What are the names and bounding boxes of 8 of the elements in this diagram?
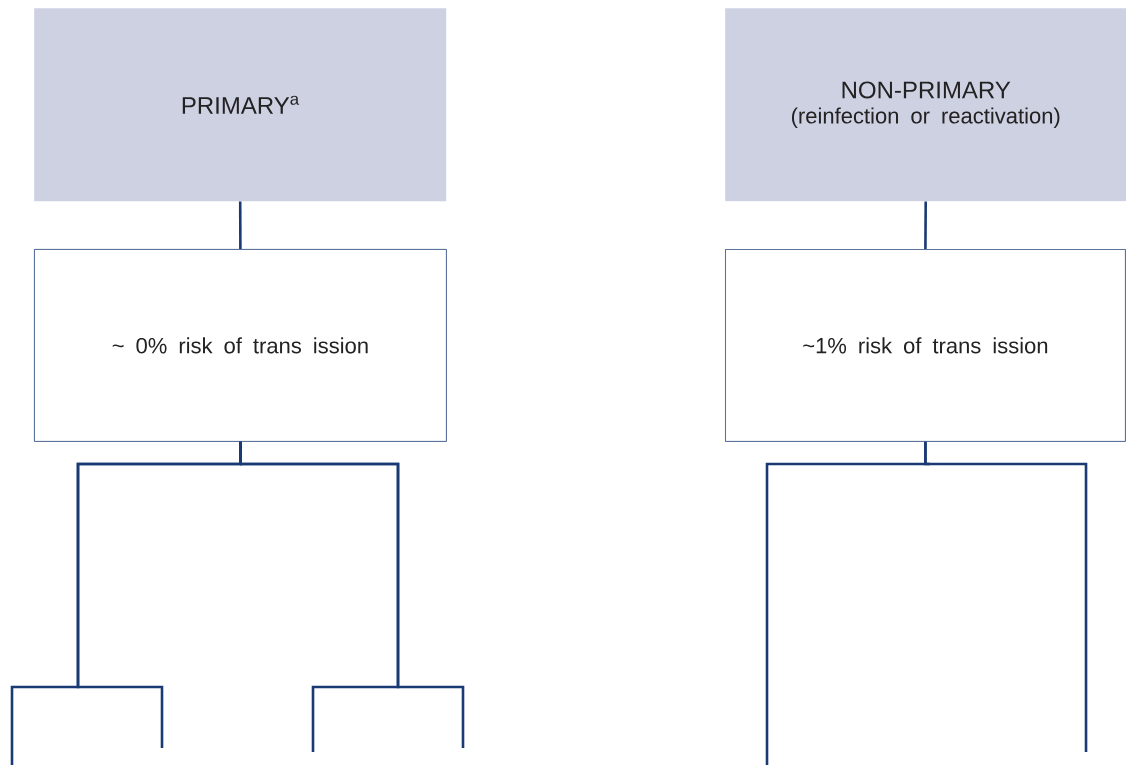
connector-line bbox=[238, 441, 465, 748]
header-box: NON-PRIMARY (reinfection or reactivation) bbox=[725, 8, 1126, 202]
header-box: PRIMARY$^{a}$ bbox=[34, 8, 447, 202]
connector-line bbox=[924, 441, 1088, 752]
connector-line bbox=[924, 201, 927, 249]
risk-box: ~ 0% risk of trans ission bbox=[34, 249, 447, 442]
connector-line bbox=[238, 201, 242, 249]
risk-box: ~1% risk of trans ission bbox=[725, 249, 1126, 442]
